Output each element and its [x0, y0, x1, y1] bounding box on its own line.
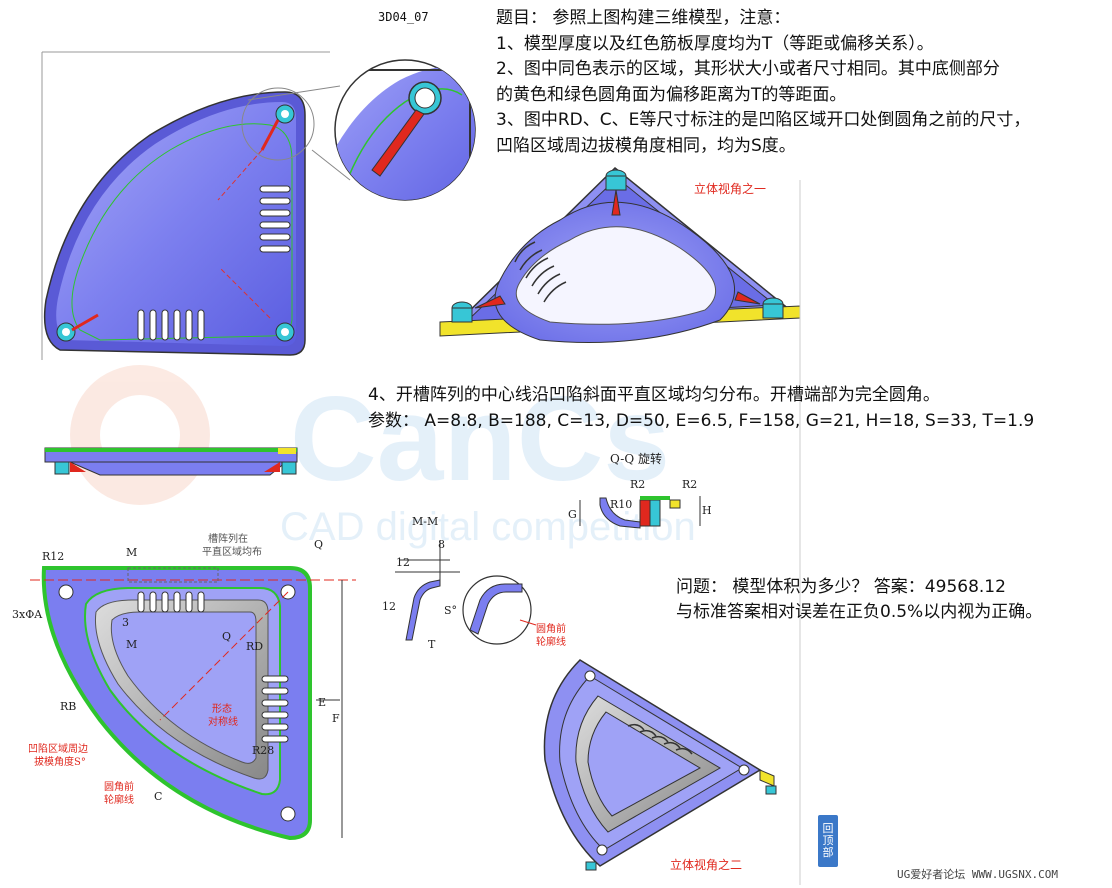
slot-array-right	[259, 185, 291, 253]
tolerance-line: 与标准答案相对误差在正负0.5%以内视为正确。	[676, 602, 1043, 622]
fillet-mm-note-1: 圆角前	[536, 624, 566, 635]
dim-r12: R12	[42, 550, 65, 563]
dim-mm-12b: 12	[382, 600, 396, 613]
dim-3: 3	[122, 616, 129, 629]
top-view-shaded	[41, 51, 330, 360]
question-line: 问题： 模型体积为多少？ 答案：49568.12	[676, 577, 1006, 597]
draft-note-1: 凹陷区域周边	[28, 744, 88, 755]
section-qq-title: Q-Q 旋转	[610, 452, 662, 466]
dim-c: C	[154, 790, 163, 803]
front-elevation-view	[44, 447, 298, 476]
dim-r10: R10	[610, 498, 633, 511]
watermark-brand: CanCs	[290, 372, 670, 506]
task-line-3: 的黄色和绿色圆角面为偏移距离为T的等距面。	[496, 84, 847, 105]
iso-view-2-label: 立体视角之二	[670, 858, 743, 872]
dimension-drawing	[30, 566, 356, 841]
dim-r28: R28	[252, 744, 275, 757]
dim-q-mid: Q	[222, 630, 232, 643]
fillet-note-2: 轮廓线	[104, 795, 134, 806]
dim-m-top: M	[126, 546, 138, 559]
task-line-5: 凹陷区域周边拔模角度相同，均为S度。	[496, 135, 796, 156]
dim-e: E	[318, 696, 327, 709]
dim-r2-b: R2	[682, 478, 698, 491]
drawing-code: 3D04_07	[378, 10, 429, 24]
task-line-4: 3、图中RD、C、E等尺寸标注的是凹陷区域开口处倒圆角之前的尺寸，	[496, 110, 1031, 130]
section-mm-title: M-M	[412, 515, 439, 528]
section-qq	[579, 496, 701, 529]
footer-watermark: UG爱好者论坛 WWW.UGSNX.COM	[897, 868, 1058, 881]
dim-3xa: 3xΦA	[12, 608, 43, 621]
task-line-0: 题目： 参照上图构建三维模型，注意：	[496, 8, 791, 28]
iso-view-2	[543, 659, 777, 871]
dim-mm-12a: 12	[396, 556, 410, 569]
back-to-top-char-3: 部	[822, 846, 834, 859]
dim-r2-a: R2	[630, 478, 646, 491]
note-4: 4、开槽阵列的中心线沿凹陷斜面平直区域均匀分布。开槽端部为完全圆角。	[368, 385, 940, 405]
iso1-slots	[514, 241, 567, 303]
fillet-note-1: 圆角前	[104, 782, 134, 793]
dim-s: S°	[444, 604, 458, 617]
symmetry-note-2: 对称线	[208, 717, 238, 728]
dim-m-bottom: M	[126, 638, 138, 651]
task-line-1: 1、模型厚度以及红色筋板厚度均为T（等距或偏移关系）。	[496, 33, 934, 54]
params-line: 参数： A=8.8, B=188, C=13, D=50, E=6.5, F=1…	[368, 411, 1035, 431]
dim-rb: RB	[60, 700, 77, 713]
dim-mm-8: 8	[438, 538, 445, 551]
fillet-mm-note-2: 轮廓线	[536, 637, 566, 648]
dim-q-top: Q	[314, 538, 324, 551]
dim-rd: RD	[246, 640, 264, 653]
dim-h: H	[702, 504, 712, 517]
dim-g: G	[568, 508, 577, 521]
slot-note-1: 槽阵列在	[208, 534, 248, 545]
section-mm	[395, 540, 537, 645]
dim-t: T	[428, 638, 436, 651]
note-4-and-params: 4、开槽阵列的中心线沿凹陷斜面平直区域均匀分布。开槽端部为完全圆角。 参数： A…	[368, 382, 1034, 434]
question-answer: 问题： 模型体积为多少？ 答案：49568.12 与标准答案相对误差在正负0.5…	[676, 575, 1042, 625]
dim-slots-top	[137, 591, 205, 613]
back-to-top-char-1: 回	[822, 822, 834, 835]
iso-view-1-label: 立体视角之一	[694, 182, 767, 196]
slot-array-bottom	[137, 309, 205, 341]
dim-f: F	[332, 712, 340, 725]
draft-note-2: 拔模角度S°	[34, 757, 86, 768]
back-to-top-char-2: 顶	[822, 834, 834, 847]
iso-view-1	[439, 166, 801, 343]
dim-slots-right	[261, 675, 289, 743]
back-to-top-button[interactable]: 回 顶 部	[818, 815, 838, 867]
slot-note-2: 平直区域均布	[202, 547, 262, 558]
task-line-2: 2、图中同色表示的区域，其形状大小或者尺寸相同。其中底侧部分	[496, 59, 1000, 79]
symmetry-note-1: 形态	[212, 704, 232, 715]
task-description: 题目： 参照上图构建三维模型，注意： 1、模型厚度以及红色筋板厚度均为T（等距或…	[496, 6, 1030, 159]
